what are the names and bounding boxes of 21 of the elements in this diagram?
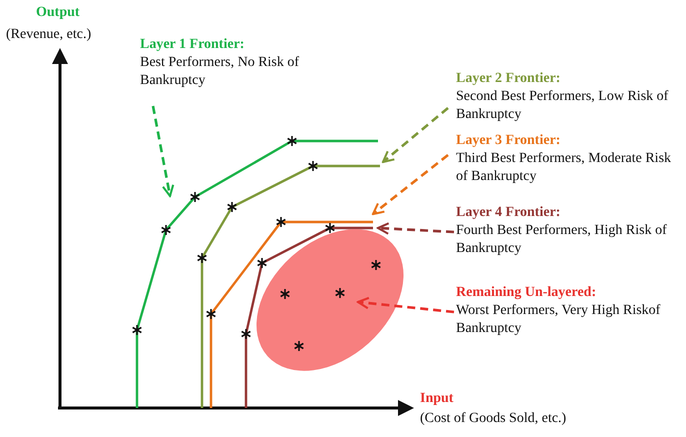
frontier-heading: Layer 4 Frontier: (456, 204, 562, 222)
description-text: Best Performers, No Risk of Bankruptcy (140, 54, 300, 90)
leader-arrow (152, 106, 174, 198)
description-text: Fourth Best Performers, High Risk of Bankruptcy (456, 222, 668, 258)
axis-title: Output (36, 4, 80, 22)
description-text: Third Best Performers, Moderate Risk of Bankruptcy (456, 150, 672, 186)
description-text: Worst Performers, Very High Riskof Bankruptcy (456, 302, 662, 338)
frontier-heading: Layer 2 Frontier: (456, 70, 562, 88)
frontier-heading: Layer 3 Frontier: (456, 132, 562, 150)
frontier-heading: Remaining Un-layered: (456, 284, 598, 302)
leader-arrow (382, 107, 449, 164)
leader-arrow (372, 154, 449, 216)
frontier-line (132, 135, 378, 408)
axis-subtitle: (Revenue, etc.) (6, 26, 92, 44)
description-text: Second Best Performers, Low Risk of Bankruptcy (456, 88, 670, 124)
cluster-ellipse (256, 229, 404, 371)
axis-subtitle: (Cost of Goods Sold, etc.) (420, 410, 566, 428)
leader-arrow (376, 222, 454, 235)
frontier-heading: Layer 1 Frontier: (140, 36, 246, 54)
leader-arrow (356, 296, 454, 314)
axis-title: Input (420, 390, 454, 408)
